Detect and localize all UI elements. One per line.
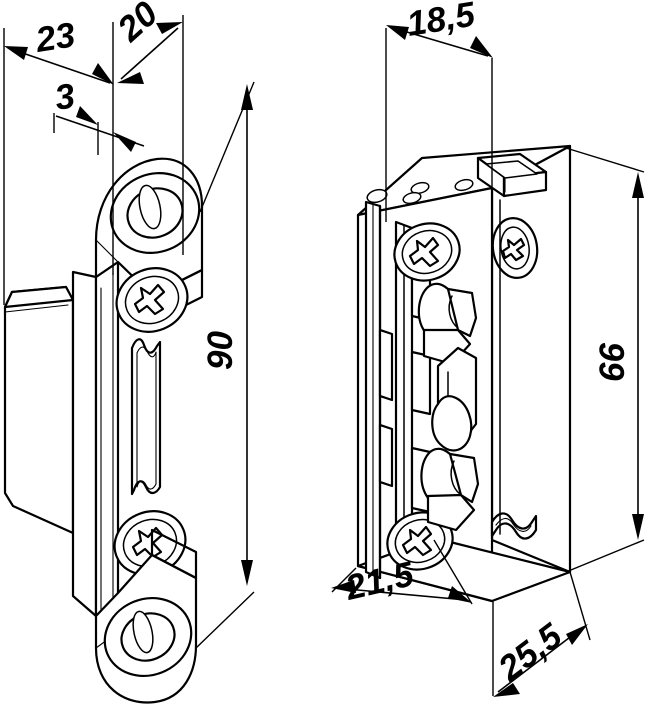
faceplate-bottom-screw — [113, 510, 187, 576]
body-upper-right-screw — [491, 217, 539, 279]
dimension-3-arrow-right — [113, 132, 136, 152]
dimension-25-5-arrow-upper — [566, 624, 588, 645]
latch-mechanism-middle — [431, 346, 478, 452]
body-right-side-face — [490, 144, 572, 574]
dimension-66-arrow-bottom — [632, 514, 644, 540]
dimension-23: 23 — [3, 15, 114, 305]
faceplate-latch-slot — [130, 338, 162, 496]
dimension-20-arrow-upper — [156, 22, 183, 34]
dimension-66: 66 — [565, 147, 645, 573]
dimension-23-arrow-left — [4, 46, 28, 60]
dimension-66-arrow-top — [632, 172, 644, 198]
dimension-90-arrow-top — [241, 84, 253, 110]
dimension-21-5-arrow-left — [331, 580, 356, 593]
faceplate-plate — [71, 260, 120, 634]
dimension-18-5: 18,5 — [385, 0, 493, 222]
body-upper-left-screw — [393, 222, 461, 282]
body-adjustment-ports — [366, 178, 474, 205]
body-keeper-lip — [490, 512, 538, 540]
dimension-18-5-arrow-right — [470, 36, 493, 58]
strike-body-isometric-view — [356, 144, 572, 603]
latch-mechanism-lower — [420, 447, 480, 532]
body-left-flange — [364, 200, 394, 580]
faceplate-isometric-view — [3, 157, 204, 704]
body-lower-left-screw — [386, 511, 454, 571]
dimension-20-arrow-lower — [117, 72, 144, 84]
dimension-90: 90 — [195, 81, 255, 649]
dimension-90-label: 90 — [201, 331, 240, 370]
dimension-90-arrow-bottom — [241, 560, 253, 586]
dimension-3-arrow-left — [76, 106, 98, 125]
body-top-module-window — [476, 152, 548, 198]
dimension-23-label: 23 — [32, 15, 78, 60]
dimension-18-5-arrow-left — [386, 25, 409, 40]
dimension-21-5-arrow-right — [448, 586, 472, 603]
dimension-23-arrow-right — [92, 63, 114, 85]
faceplate-top-mounting-hole — [109, 172, 201, 254]
faceplate-bottom-mounting-hole — [103, 597, 193, 677]
dimension-66-label: 66 — [593, 343, 632, 382]
dimension-25-5-arrow-lower — [493, 683, 520, 697]
faceplate-top-screw — [115, 267, 189, 333]
faceplate-rear-block — [3, 285, 75, 535]
